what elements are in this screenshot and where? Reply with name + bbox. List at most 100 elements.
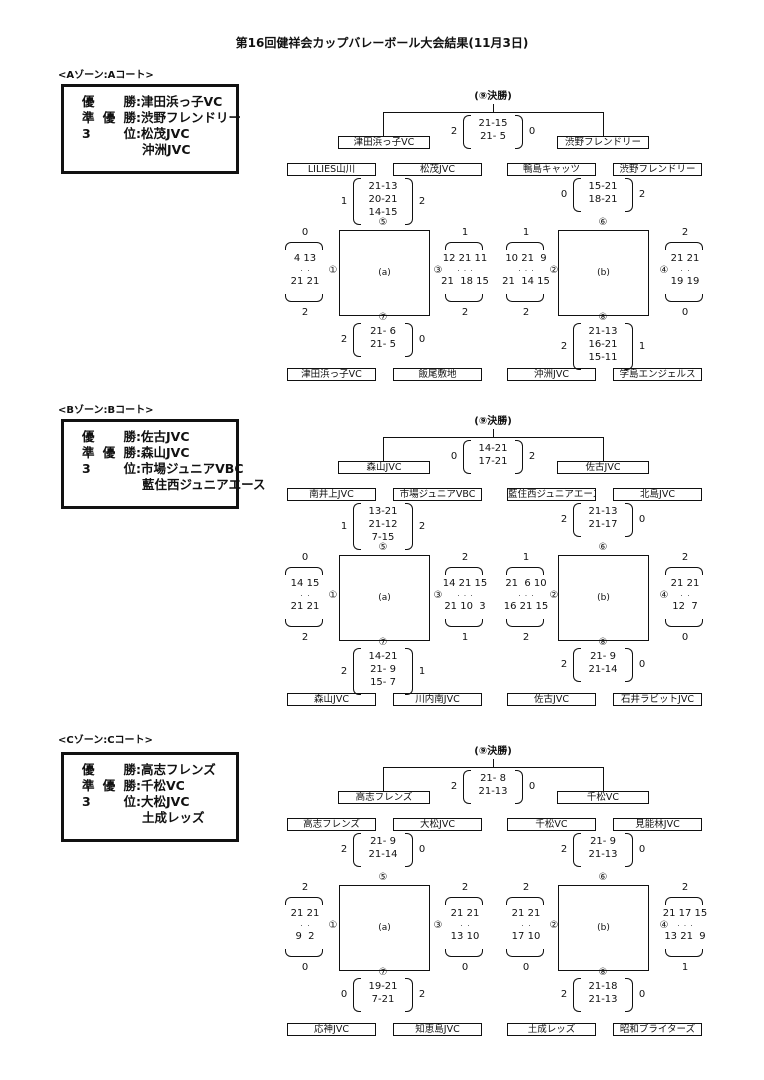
bottom-sets: 2: [522, 307, 530, 318]
sets-won-right: 0: [638, 659, 646, 670]
court-a: (a): [339, 885, 430, 971]
bottom-sets: 0: [681, 632, 689, 643]
summary-third-team-2: 土成レッズ: [142, 810, 205, 825]
top-scores: 21 6 10: [505, 578, 547, 589]
bracket-line: [493, 429, 494, 437]
colon: :: [136, 445, 141, 460]
paren-right: [405, 648, 413, 695]
match-number: ①: [328, 920, 338, 931]
set-score: 15-11: [588, 352, 618, 363]
set-score: 16-21: [588, 339, 618, 350]
final-team-left: 森山JVC: [338, 461, 430, 474]
paren-left: [573, 648, 581, 682]
set-score: 21- 9: [370, 664, 396, 675]
summary-winner-row: 優 勝:高志フレンズ: [82, 762, 236, 778]
summary-team: 松茂JVC: [141, 126, 190, 141]
bottom-scores: 19 19: [670, 276, 700, 287]
bracket-bottom: [445, 949, 483, 957]
summary-label: 3 位: [82, 461, 136, 476]
set-score: 15-21: [588, 181, 618, 192]
summary-runner-up-row: 準優勝:森山JVC: [82, 445, 236, 461]
zone-header: <Bゾーン:Bコート>: [58, 405, 154, 416]
top-sets: 1: [461, 227, 469, 238]
match-number: ④: [659, 265, 669, 276]
sets-won-left: 2: [560, 659, 568, 670]
bracket-line: [493, 104, 494, 112]
paren-right: [625, 648, 633, 682]
paren-right: [405, 833, 413, 867]
set-score: 20-21: [368, 194, 398, 205]
set-score: 17-21: [478, 456, 508, 467]
match-number: ③: [433, 265, 443, 276]
colon: :: [136, 429, 141, 444]
paren-left: [353, 503, 361, 550]
score-dots: · · ·: [518, 592, 534, 600]
match-number: ⑤: [378, 872, 388, 883]
match-number: ⑧: [598, 637, 608, 648]
bottom-scores: 21 14 15: [502, 276, 550, 287]
sets-won-left: 0: [450, 451, 458, 462]
bottom-scores: 13 10: [450, 931, 480, 942]
score-dots: · ·: [300, 922, 310, 930]
set-score: 19-21: [368, 981, 398, 992]
team-box: 知恵島JVC: [393, 1023, 482, 1036]
summary-team: 佐古JVC: [141, 429, 190, 444]
top-sets: 2: [461, 882, 469, 893]
colon: :: [136, 126, 141, 141]
top-sets: 2: [301, 882, 309, 893]
bottom-sets: 0: [681, 307, 689, 318]
sets-won-left: 2: [560, 340, 568, 352]
sets-won-left: 2: [450, 781, 458, 792]
team-box: 津田浜っ子VC: [287, 368, 376, 381]
top-sets: 0: [301, 552, 309, 563]
bracket-bottom: [285, 294, 323, 302]
top-sets: 1: [522, 227, 530, 238]
bracket-top: [445, 567, 483, 575]
bottom-sets: 2: [461, 307, 469, 318]
top-scores: 14 21 15: [442, 578, 488, 589]
sets-won-right: 2: [418, 195, 426, 207]
bottom-scores: 21 10 3: [444, 601, 486, 612]
colon: :: [136, 778, 141, 793]
match-number: ⑤: [378, 542, 388, 553]
bracket-bottom: [506, 294, 544, 302]
bracket-bottom: [445, 619, 483, 627]
bracket-bottom: [285, 949, 323, 957]
sets-won-left: 2: [340, 844, 348, 855]
team-box: 石井ラビットJVC: [613, 693, 702, 706]
score-dots: · ·: [460, 922, 470, 930]
bracket-top: [445, 897, 483, 905]
team-box: 南井上JVC: [287, 488, 376, 501]
bottom-scores: 9 2: [295, 931, 315, 942]
bottom-scores: 16 21 15: [503, 601, 549, 612]
summary-winner-row: 優 勝:津田浜っ子VC: [82, 94, 236, 110]
bracket-top: [506, 567, 544, 575]
bottom-sets: 2: [301, 307, 309, 318]
paren-left: [463, 115, 471, 149]
summary-third-row: 3 位:市場ジュニアVBC: [82, 461, 244, 477]
summary-winner-row: 優 勝:佐古JVC: [82, 429, 236, 445]
top-sets: 2: [461, 552, 469, 563]
summary-label: 準優勝: [82, 778, 136, 793]
final-team-left: 津田浜っ子VC: [338, 136, 430, 149]
match-number: ①: [328, 265, 338, 276]
summary-third-team-2: 沖洲JVC: [142, 142, 191, 157]
sets-won-left: 1: [340, 520, 348, 532]
paren-left: [353, 178, 361, 225]
set-score: 21-15: [478, 118, 508, 129]
team-box: 飯尾敷地: [393, 368, 482, 381]
bracket-top: [285, 897, 323, 905]
team-box: 市場ジュニアVBC: [393, 488, 482, 501]
page-title: 第16回健祥会カップバレーボール大会結果(11月3日): [235, 36, 529, 50]
score-dots: · ·: [300, 592, 310, 600]
team-box: 鴨島キャッツ: [507, 163, 596, 176]
final-label: (⑨決勝): [474, 746, 512, 757]
top-sets: 2: [681, 882, 689, 893]
bracket-top: [285, 567, 323, 575]
team-box: 土成レッズ: [507, 1023, 596, 1036]
summary-runner-up-row: 準優勝:渋野フレンドリー: [82, 110, 241, 126]
paren-right: [405, 178, 413, 225]
court-b: (b): [558, 555, 649, 641]
paren-right: [405, 978, 413, 1012]
sets-won-right: 0: [638, 844, 646, 855]
